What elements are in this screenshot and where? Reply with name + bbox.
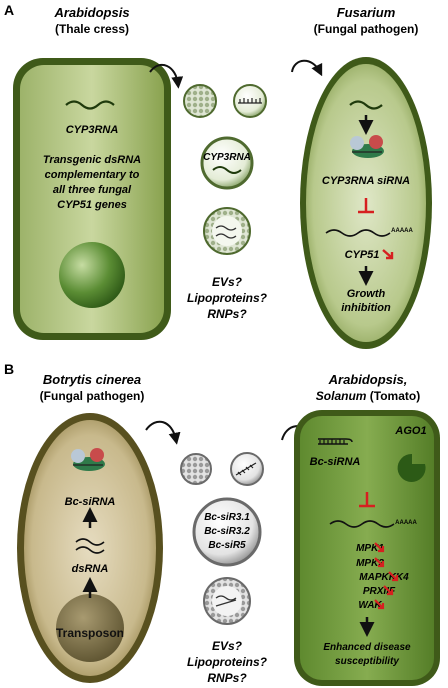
vesicle-lipoprotein-b	[230, 452, 264, 486]
vesicle-bc-sirna	[192, 497, 262, 567]
plant-cell-a	[13, 58, 171, 340]
risc-complex-icon	[350, 135, 384, 158]
polya-label-a: AAAAA	[391, 228, 413, 234]
sirna-duplex-icon-b	[235, 462, 257, 476]
target-gene-b-2: MPK2	[356, 558, 384, 569]
vesicle-dotted-a	[183, 84, 217, 118]
target-gene-b-3: MAPKKK4	[359, 572, 409, 583]
vesicle-rnp-a	[203, 207, 251, 255]
outcome-line-a-2: inhibition	[341, 302, 391, 314]
vesicle-cyp3rna	[200, 136, 254, 190]
vesicle-dotted-b	[180, 453, 212, 485]
sirna-label-a: CYP3RNA siRNA	[322, 175, 410, 187]
down-arrow-icon-1	[374, 542, 385, 553]
vesicle-line-b-2: Bc-siR3.2	[204, 526, 250, 537]
carrier-line-b-2: Lipoproteins?	[187, 655, 268, 669]
plant-sirna-label: Bc-siRNA	[310, 456, 361, 468]
vesicle-line-b-3: Bc-siR5	[208, 540, 246, 551]
polya-label-b: AAAAA	[395, 520, 417, 526]
transgene-line-4: CYP51 genes	[57, 199, 127, 211]
down-arrow-icon-2	[374, 557, 385, 568]
fungal-dsrna-wave-icon	[349, 100, 383, 110]
transgene-line-3: all three fungal	[53, 184, 132, 196]
mrna-wave-b	[329, 520, 395, 528]
target-gene-b-4: PRXIIF	[363, 586, 396, 597]
cell-rna-label: CYP3RNA	[66, 124, 119, 136]
fungal-cell-b	[17, 413, 163, 683]
panel-a-fungus-title: Fusarium	[337, 5, 396, 20]
uptake-arrow-a	[291, 59, 323, 77]
nucleus	[59, 242, 125, 308]
ago1-pacman-icon	[397, 453, 426, 482]
carrier-line-a-1: EVs?	[212, 275, 243, 289]
outcome-line-b-1: Enhanced disease	[323, 642, 411, 653]
inhibition-icon-b	[359, 492, 375, 508]
dsrna-wave-b-2	[75, 546, 105, 554]
downregulation-arrow-icon	[382, 249, 394, 260]
target-gene-b-5: WAK	[358, 600, 382, 611]
carrier-line-a-3: RNPs?	[207, 307, 247, 321]
panel-b-fungus-subtitle: (Fungal pathogen)	[40, 389, 145, 403]
panel-a-fungus-subtitle: (Fungal pathogen)	[314, 22, 419, 36]
ago-label: AGO1	[394, 425, 426, 437]
vesicle-lipoprotein-a	[233, 84, 267, 118]
mrna-wave-a	[325, 229, 391, 237]
plant-title-normal: (Tomato)	[366, 389, 420, 403]
dsrna-wave-b-1	[75, 538, 105, 546]
risc-complex-icon-b	[71, 448, 105, 471]
transposon-label: Transposon	[56, 626, 124, 640]
panel-b-fungus-title: Botrytis cinerea	[43, 372, 141, 387]
target-gene-a: CYP51	[345, 249, 380, 261]
bc-sirna-label: Bc-siRNA	[65, 496, 116, 508]
down-arrow-icon-4	[383, 585, 394, 596]
vesicle-rnp-b	[203, 577, 251, 625]
dsrna-label: dsRNA	[72, 563, 109, 575]
inhibition-icon-a	[358, 198, 374, 214]
outcome-line-a-1: Growth	[347, 288, 386, 300]
vesicle-line-b-1: Bc-siR3.1	[204, 512, 250, 523]
target-gene-b-1: MPK1	[356, 543, 384, 554]
carrier-line-b-3: RNPs?	[207, 671, 247, 685]
export-arrow-a	[149, 63, 184, 89]
panel-b-plant-title-1: Arabidopsis,	[328, 372, 408, 387]
transgene-line-1: Transgenic dsRNA	[43, 154, 141, 166]
carrier-line-a-2: Lipoproteins?	[187, 291, 268, 305]
panel-a-plant-title: Arabidopsis	[53, 5, 129, 20]
export-arrow-b	[145, 420, 181, 445]
down-arrow-icon-5	[374, 599, 385, 610]
downregulation-arrows-b	[374, 542, 399, 610]
plant-title-italic: Solanum	[316, 389, 367, 403]
sirna-duplex-icon	[238, 98, 262, 104]
vesicle-cyp3rna-label: CYP3RNA	[203, 152, 251, 163]
panel-b-plant-title-2: Solanum (Tomato)	[316, 389, 420, 403]
outcome-line-b-2: susceptibility	[335, 656, 399, 667]
panel-a-label: A	[4, 2, 14, 18]
panel-a-plant-subtitle: (Thale cress)	[55, 22, 129, 36]
down-arrow-icon-3	[388, 571, 399, 582]
transgene-line-2: complementary to	[45, 169, 140, 181]
dsrna-wave-icon	[65, 100, 115, 110]
hairpin-sirna-icon	[318, 438, 353, 445]
carrier-line-b-1: EVs?	[212, 639, 243, 653]
panel-b-label: B	[4, 361, 14, 377]
